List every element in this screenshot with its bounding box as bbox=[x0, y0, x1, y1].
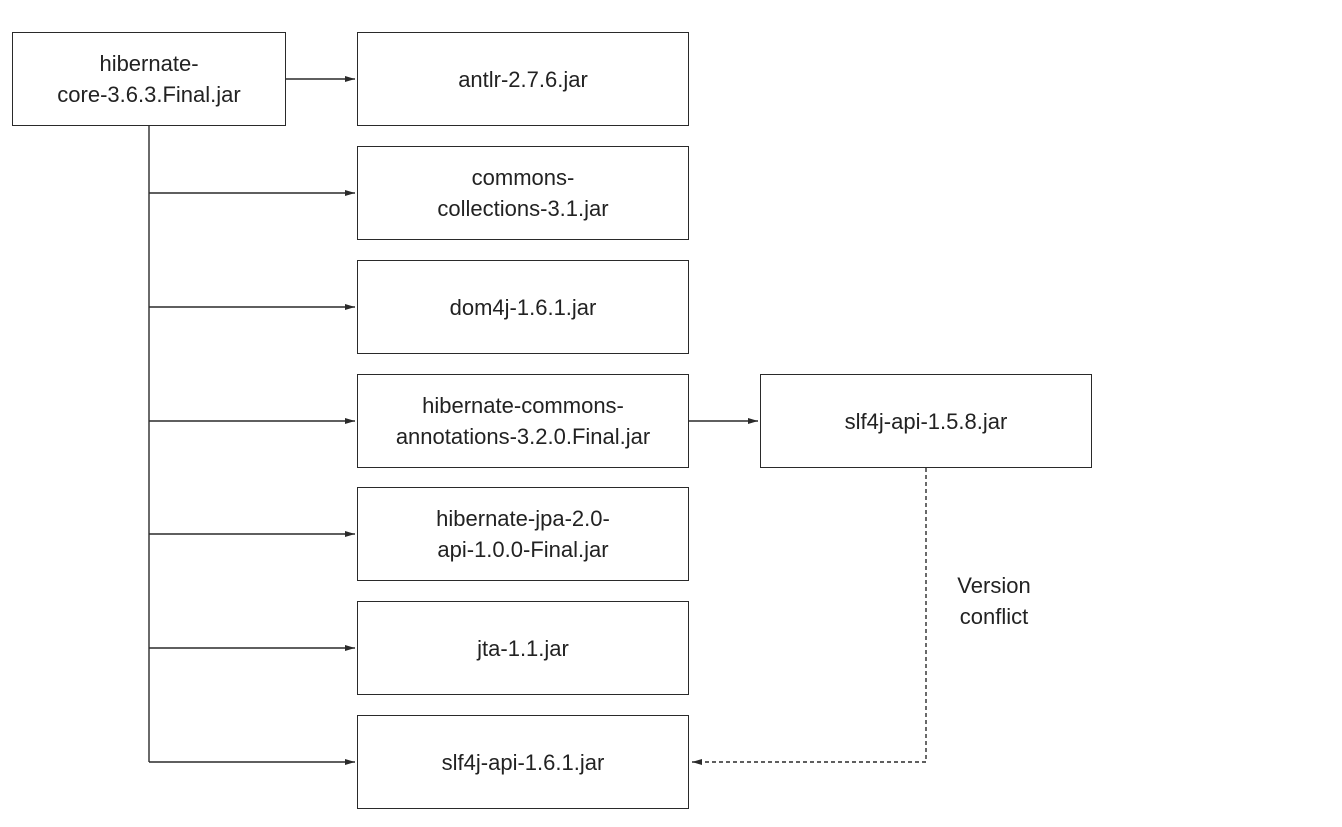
dependency-jar-jta: jta-1.1.jar bbox=[357, 601, 689, 695]
dependency-jar-label-line1: hibernate-commons- bbox=[422, 393, 624, 418]
version-conflict-label-line1: Version bbox=[957, 573, 1031, 598]
dependency-jar-label: dom4j-1.6.1.jar bbox=[449, 294, 597, 320]
dependency-jar-label: antlr-2.7.6.jar bbox=[458, 66, 588, 92]
dependency-jar-label-line2: api-1.0.0-Final.jar bbox=[437, 537, 609, 562]
dependency-jar-label-line2: collections-3.1.jar bbox=[437, 196, 609, 221]
dependency-jar-hibernate-jpa: hibernate-jpa-2.0- api-1.0.0-Final.jar bbox=[357, 487, 689, 581]
version-conflict-label: Version conflict bbox=[930, 570, 1058, 632]
dependency-jar-antlr: antlr-2.7.6.jar bbox=[357, 32, 689, 126]
dependency-jar-hibernate-commons-annotations: hibernate-commons- annotations-3.2.0.Fin… bbox=[357, 374, 689, 468]
dependency-jar-dom4j: dom4j-1.6.1.jar bbox=[357, 260, 689, 354]
dependency-jar-label-line1: hibernate-jpa-2.0- bbox=[436, 506, 610, 531]
dependency-jar-label: jta-1.1.jar bbox=[477, 635, 569, 661]
root-jar-label-line2: core-3.6.3.Final.jar bbox=[57, 82, 241, 107]
edge-version-conflict bbox=[692, 468, 927, 765]
dependency-jar-slf4j-api-161: slf4j-api-1.6.1.jar bbox=[357, 715, 689, 809]
transitive-jar-label: slf4j-api-1.5.8.jar bbox=[844, 408, 1008, 434]
transitive-jar-slf4j-api-158: slf4j-api-1.5.8.jar bbox=[760, 374, 1092, 468]
dependency-jar-commons-collections: commons- collections-3.1.jar bbox=[357, 146, 689, 240]
dependency-jar-label-line2: annotations-3.2.0.Final.jar bbox=[395, 424, 651, 449]
root-jar-label-line1: hibernate- bbox=[99, 51, 199, 76]
root-jar-hibernate-core: hibernate- core-3.6.3.Final.jar bbox=[12, 32, 286, 126]
version-conflict-label-line2: conflict bbox=[959, 604, 1029, 629]
dependency-jar-label-line1: commons- bbox=[471, 165, 575, 190]
dependency-jar-label: slf4j-api-1.6.1.jar bbox=[441, 749, 605, 775]
